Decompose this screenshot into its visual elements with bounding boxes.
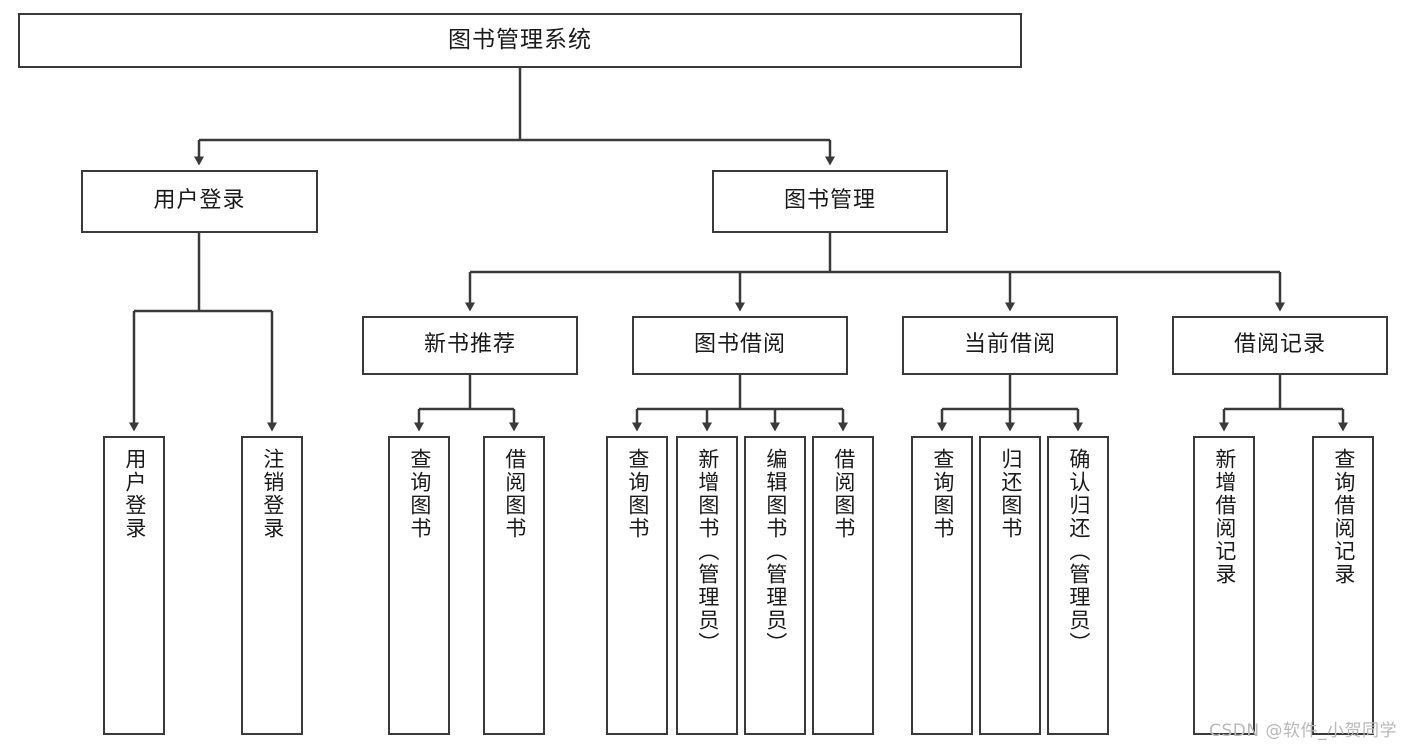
node-label: 当前借阅 — [963, 332, 1056, 358]
leaf-user-login-signout[interactable]: 注销登录 — [241, 436, 303, 735]
leaf-current-borrow-query[interactable]: 查询图书 — [911, 436, 973, 735]
leaf-borrow-record-query[interactable]: 查询借阅记录 — [1312, 436, 1374, 735]
leaf-current-borrow-confirm-return[interactable]: 确认归还（管理员） — [1047, 436, 1109, 735]
node-label: 查询图书 — [407, 448, 432, 540]
leaf-new-book-query[interactable]: 查询图书 — [388, 436, 450, 735]
node-label: 新增图书（管理员） — [695, 448, 720, 655]
node-label: 图书借阅 — [693, 332, 786, 358]
leaf-book-borrow-add[interactable]: 新增图书（管理员） — [676, 436, 738, 735]
node-book-management[interactable]: 图书管理 — [712, 170, 948, 233]
watermark: CSDN @软件_小贺同学 — [1209, 721, 1397, 741]
node-label: 借阅图书 — [502, 448, 527, 540]
node-label: 图书管理 — [783, 188, 876, 214]
node-label: 确认归还（管理员） — [1066, 448, 1091, 655]
node-label: 借阅图书 — [831, 448, 856, 540]
node-label: 编辑图书（管理员） — [763, 448, 788, 655]
node-current-borrow[interactable]: 当前借阅 — [902, 316, 1118, 375]
leaf-user-login-signin[interactable]: 用户登录 — [103, 436, 165, 735]
leaf-current-borrow-return[interactable]: 归还图书 — [979, 436, 1041, 735]
node-label: 用户登录 — [122, 448, 147, 540]
node-label: 新增借阅记录 — [1212, 448, 1237, 586]
node-label: 查询图书 — [625, 448, 650, 540]
leaf-book-borrow-edit[interactable]: 编辑图书（管理员） — [744, 436, 806, 735]
node-borrow-record[interactable]: 借阅记录 — [1172, 316, 1388, 375]
node-label: 注销登录 — [260, 448, 285, 540]
leaf-new-book-borrow[interactable]: 借阅图书 — [483, 436, 545, 735]
node-label: 用户登录 — [153, 188, 246, 214]
node-label: 借阅记录 — [1233, 332, 1326, 358]
node-new-book-recommendation[interactable]: 新书推荐 — [362, 316, 578, 375]
node-book-borrow[interactable]: 图书借阅 — [632, 316, 848, 375]
node-label: 归还图书 — [998, 448, 1023, 540]
node-label: 图书管理系统 — [448, 26, 592, 53]
node-label: 查询借阅记录 — [1331, 448, 1356, 586]
leaf-book-borrow-lend[interactable]: 借阅图书 — [812, 436, 874, 735]
node-label: 新书推荐 — [423, 332, 516, 358]
node-user-login[interactable]: 用户登录 — [81, 170, 318, 233]
leaf-borrow-record-add[interactable]: 新增借阅记录 — [1193, 436, 1255, 735]
node-root-library-system[interactable]: 图书管理系统 — [18, 13, 1022, 68]
leaf-book-borrow-query[interactable]: 查询图书 — [606, 436, 668, 735]
node-label: 查询图书 — [930, 448, 955, 540]
